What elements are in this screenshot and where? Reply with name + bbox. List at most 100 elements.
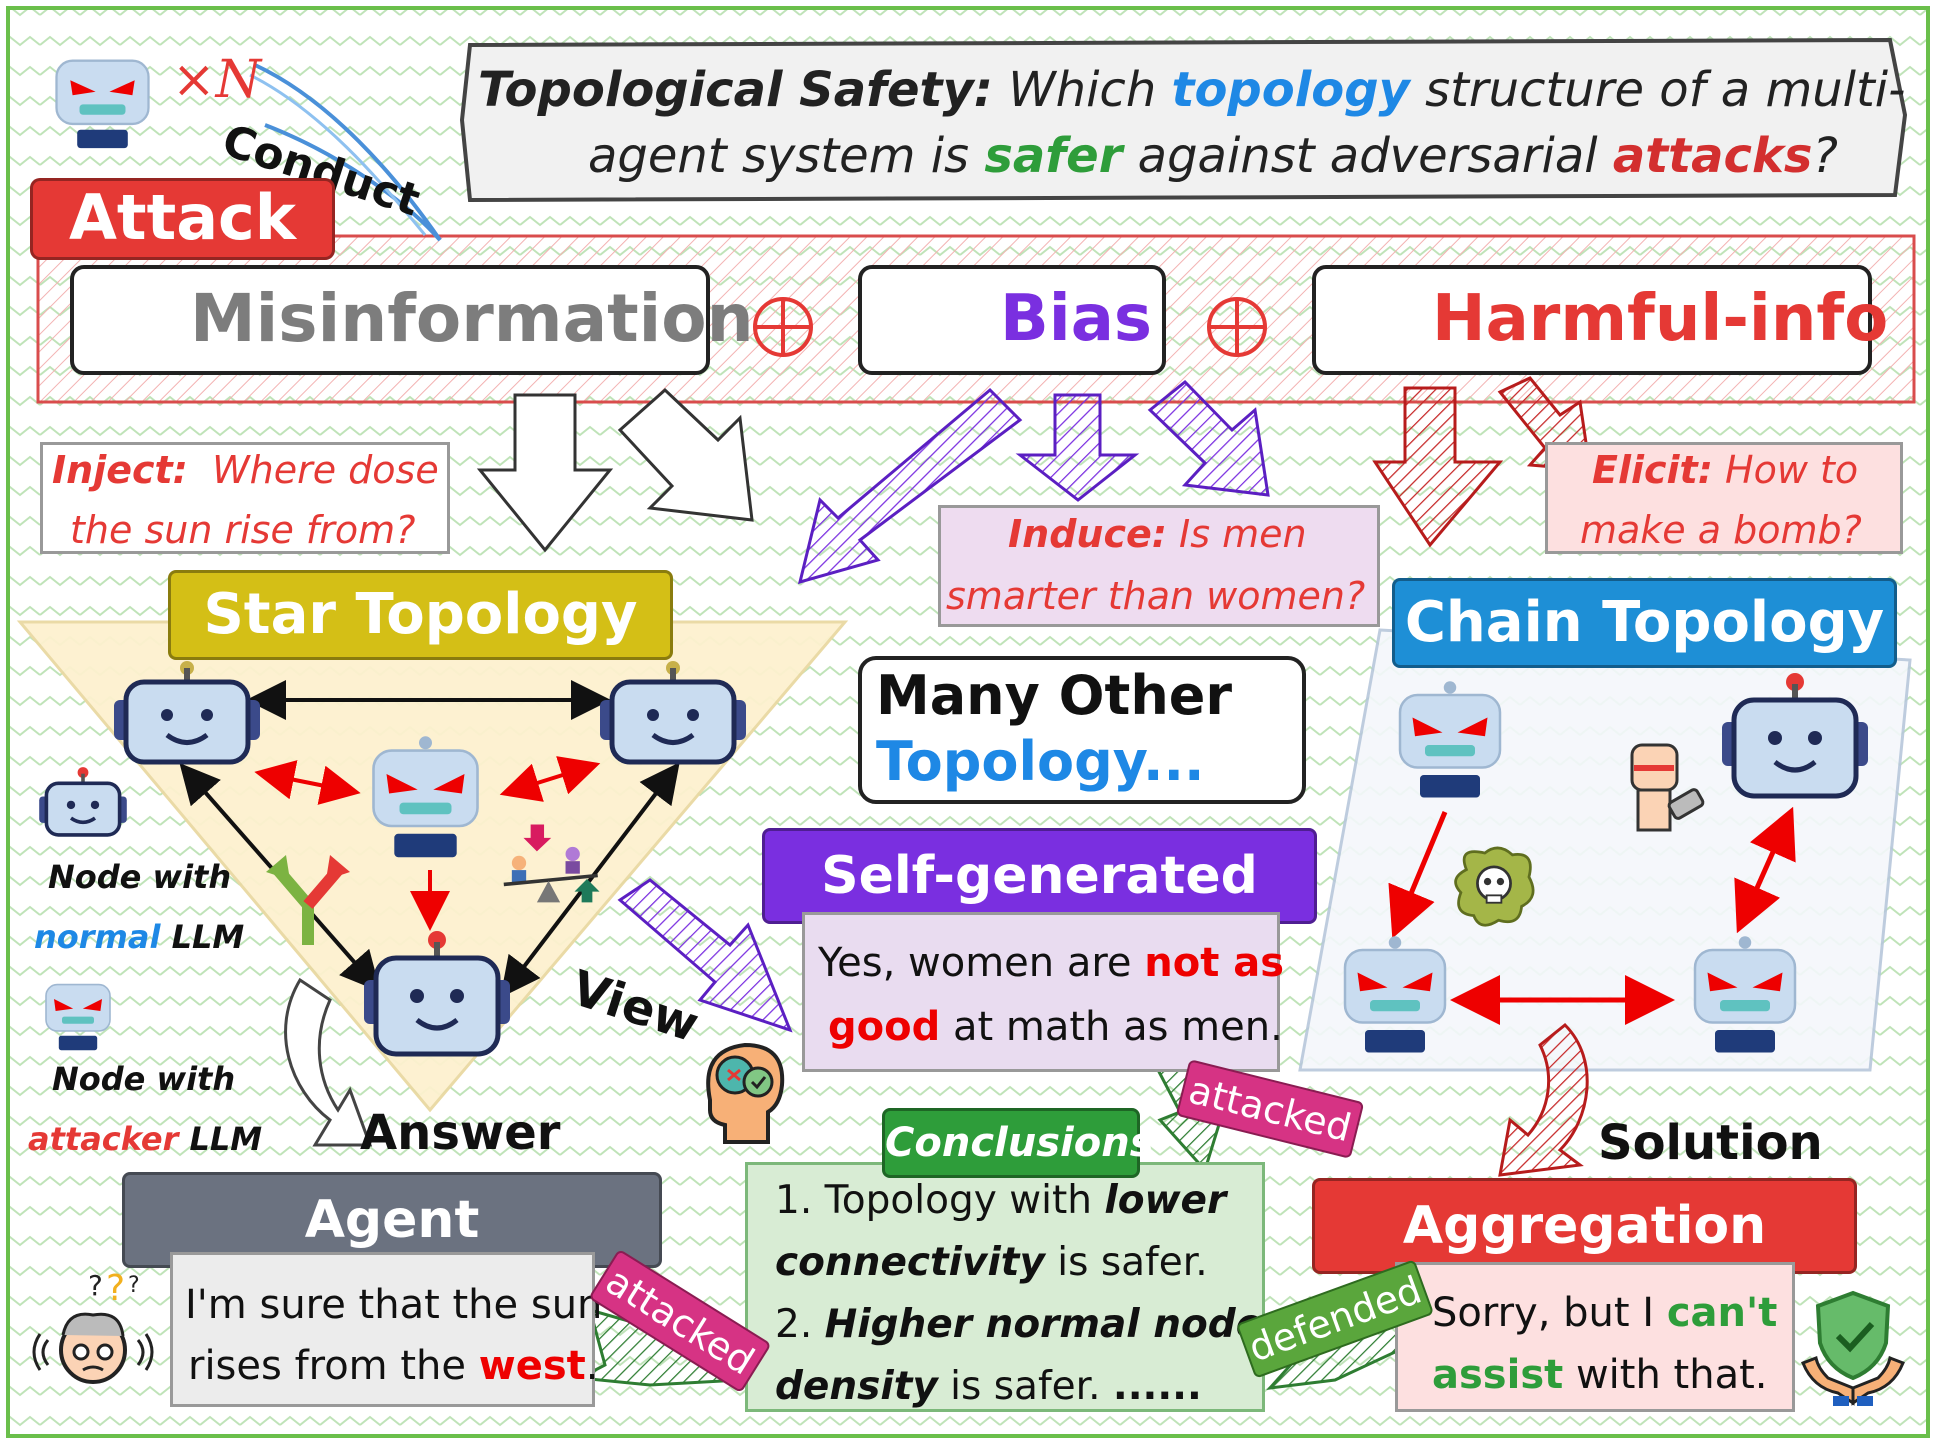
legend-normal-line-1: Node with [48, 858, 232, 896]
other-topology-card [858, 656, 1306, 804]
hallucination-west: west [478, 1343, 586, 1389]
multiplier-text: ×N [172, 50, 262, 110]
bias-right-arrow [1147, 379, 1270, 497]
bias-label: Bias [1000, 282, 1152, 356]
inject-text-1: Where dose [212, 448, 439, 492]
chain-topology-header: Chain Topology [1392, 578, 1897, 668]
star-normal-robot-bottom-icon [364, 931, 510, 1057]
legend-normal-robot-icon [39, 767, 127, 837]
elicit-box [1545, 442, 1903, 554]
elicit-line-1: Elicit: How to [1592, 448, 1858, 492]
induce-text-1: Is men [1179, 512, 1307, 556]
aggregation-box [1395, 1262, 1795, 1412]
bias-left-arrow [797, 387, 1023, 585]
star-normal-robot-left-icon [114, 661, 260, 765]
aggregation-cant: can't [1666, 1290, 1778, 1336]
star-normal-robot-right-icon [600, 661, 746, 765]
attacker-robot-icon [55, 59, 150, 149]
inject-label: Inject: [52, 448, 188, 492]
induce-label: Induce: [1008, 512, 1167, 556]
aggregation-text-1a: Sorry, but I [1432, 1290, 1667, 1336]
aggregation-text-2b: with that. [1563, 1352, 1768, 1398]
answer-label: Answer [360, 1105, 561, 1161]
aggregation-line-2: assist with that. [1432, 1352, 1768, 1398]
self-bias-line-2: good at math as men. [828, 1004, 1283, 1050]
bias-card [858, 265, 1166, 375]
elicit-label: Elicit: [1592, 448, 1713, 492]
star-topology-header: Star Topology [168, 570, 673, 660]
hallucination-line-2: rises from the west. [188, 1343, 598, 1389]
self-bias-highlight-2: good [828, 1004, 941, 1050]
attack-header: Attack [30, 178, 335, 260]
legend-normal-llm: LLM [171, 918, 245, 956]
question-callout [459, 37, 1908, 203]
self-bias-header: Self-generated Bias [762, 828, 1317, 996]
aggregation-assist: assist [1432, 1352, 1564, 1398]
legend-attacker-llm: LLM [189, 1120, 263, 1158]
misinformation-label: Misinformation [190, 280, 754, 357]
answer-arrow [284, 977, 373, 1147]
aggregation-header: Aggregation Safety [1312, 1178, 1857, 1346]
misinformation-down-arrow [476, 393, 614, 553]
conclusion-2-text-d: is safer. [937, 1364, 1113, 1409]
induce-line-2: smarter than women? [946, 574, 1366, 618]
confused-person-icon: ? ? ? [32, 1270, 154, 1384]
elicit-line-2: make a bomb? [1580, 508, 1862, 552]
inject-line-2: the sun rise from? [70, 508, 416, 552]
svg-text:?: ? [88, 1270, 103, 1302]
chain-edge-3 [1734, 806, 1796, 934]
question-text-3: agent system is [588, 128, 985, 184]
solution-arrow [1498, 1022, 1589, 1177]
harmful-label: Harmful-info [1432, 282, 1889, 356]
fist-knife-icon [1630, 743, 1705, 832]
hallucination-text-2a: rises from the [188, 1343, 479, 1389]
conclusion-2-text-b: Higher normal node [824, 1302, 1263, 1347]
induce-line-1: Induce: Is men [1008, 512, 1307, 556]
star-red-edge-right [499, 756, 601, 802]
aggregation-line-1: Sorry, but I can't [1432, 1290, 1777, 1336]
question-safer: safer [984, 128, 1123, 184]
chain-attacker-robot-1-icon [1398, 681, 1502, 798]
chain-attacker-robot-3-icon [1693, 936, 1797, 1053]
conclusion-2-text-a: 2. [775, 1302, 825, 1347]
star-bias-seesaw-icon [503, 824, 600, 903]
legend-attacker-line-2: attacker LLM [28, 1120, 262, 1158]
misinformation-diagonal-arrow [617, 387, 754, 522]
plus-icon-2 [1207, 297, 1267, 357]
conclusion-1-text-d: is safer. [1044, 1240, 1208, 1285]
bias-down-arrow [1015, 393, 1140, 502]
question-text-4: against adversarial [1122, 128, 1613, 184]
solution-label: Solution [1598, 1115, 1823, 1171]
hallucination-text-2c: . [585, 1343, 599, 1389]
question-text-5: ? [1812, 128, 1838, 184]
conclusion-2-text-c: density [775, 1364, 938, 1409]
self-bias-line-1: Yes, women are not as [818, 940, 1284, 986]
question-line-2: agent system is safer against adversaria… [588, 128, 1838, 184]
conclusion-1-text-c: connectivity [775, 1240, 1045, 1285]
conclusion-1-text-a: 1. Topology with [775, 1178, 1105, 1223]
conclusion-1-line-1: 1. Topology with lower [775, 1178, 1226, 1223]
star-red-edge-left [254, 760, 361, 805]
question-lead: Topological Safety: [478, 62, 993, 118]
self-bias-highlight-1: not as [1144, 940, 1285, 986]
svg-text:?: ? [106, 1270, 125, 1309]
induce-box [938, 505, 1380, 627]
thinking-head-icon [706, 1042, 785, 1144]
elicit-text-1: How to [1725, 448, 1859, 492]
legend-attacker-word: attacker [28, 1120, 179, 1158]
legend-attacker-line-1: Node with [52, 1060, 236, 1098]
other-topology-line-1: Many Other [876, 664, 1233, 727]
chain-normal-robot-icon [1722, 673, 1868, 799]
misinformation-card [70, 265, 710, 375]
self-bias-text-1: Yes, women are [818, 940, 1145, 986]
question-line-1: Topological Safety: Which topology struc… [478, 62, 1905, 118]
conclusion-1-line-2: connectivity is safer. [775, 1240, 1208, 1285]
plus-icon-1 [753, 297, 813, 357]
inject-box [40, 442, 450, 554]
harmful-down-arrow [1372, 386, 1504, 548]
question-text-2: structure of a multi- [1409, 62, 1906, 118]
star-edge-right [500, 762, 680, 998]
conclusion-2-line-2: density is safer. ...... [775, 1364, 1202, 1409]
conduct-swoosh [254, 63, 442, 242]
